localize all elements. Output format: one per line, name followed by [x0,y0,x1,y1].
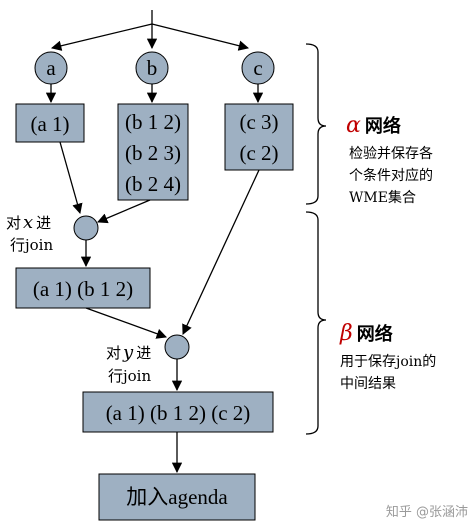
join-node-2 [164,334,190,360]
alpha-memory-c: (c 3) (c 2) [224,103,294,171]
alpha-desc-line2: 个条件对应的 [349,167,433,184]
watermark: 知乎 @张涵沛 [386,504,468,520]
wme-a1: (a 1) [30,112,69,136]
node-to-memory-edges [45,84,264,104]
alpha-node-b-label: b [147,56,158,80]
beta-memory-1: (a 1) (b 1 2) [15,267,151,309]
join2-label-line2: 行join [108,367,151,385]
beta-memory-2: (a 1) (b 1 2) (c 2) [82,391,274,433]
wme-c2: (c 2) [239,141,278,165]
alpha-memory-b: (b 1 2) (b 2 3) (b 2 4) [117,103,189,201]
wme-b23: (b 2 3) [125,141,181,165]
alpha-desc-line1: 检验并保存各 [349,146,433,162]
agenda-box-label: 加入agenda [126,485,228,509]
alpha-node-c-label: c [253,56,262,80]
join-node-1 [73,215,99,241]
wme-c3: (c 3) [239,110,278,134]
alpha-bracket [305,43,327,205]
join2-input-edges [85,169,260,339]
beta-memory-1-token: (a 1) (b 1 2) [33,277,133,301]
beta-bracket [305,211,327,435]
alpha-node-b: b [135,51,169,85]
root-edges [50,10,250,51]
agenda-box: 加入agenda [98,473,256,521]
join1-input-edges [59,141,151,224]
beta-memory-2-token: (a 1) (b 1 2) (c 2) [106,401,251,425]
alpha-desc-line3: WME集合 [349,189,416,206]
alpha-node-c: c [241,51,275,85]
alpha-node-a-label: a [46,56,56,80]
join1-label-line2: 行join [10,236,53,254]
beta-desc-line2: 中间结果 [340,376,396,392]
beta-desc-line1: 用于保存join的 [340,354,436,370]
wme-b24: (b 2 4) [125,172,181,196]
alpha-memory-a: (a 1) [15,103,85,143]
wme-b12: (b 1 2) [125,110,181,134]
alpha-node-a: a [34,51,68,85]
